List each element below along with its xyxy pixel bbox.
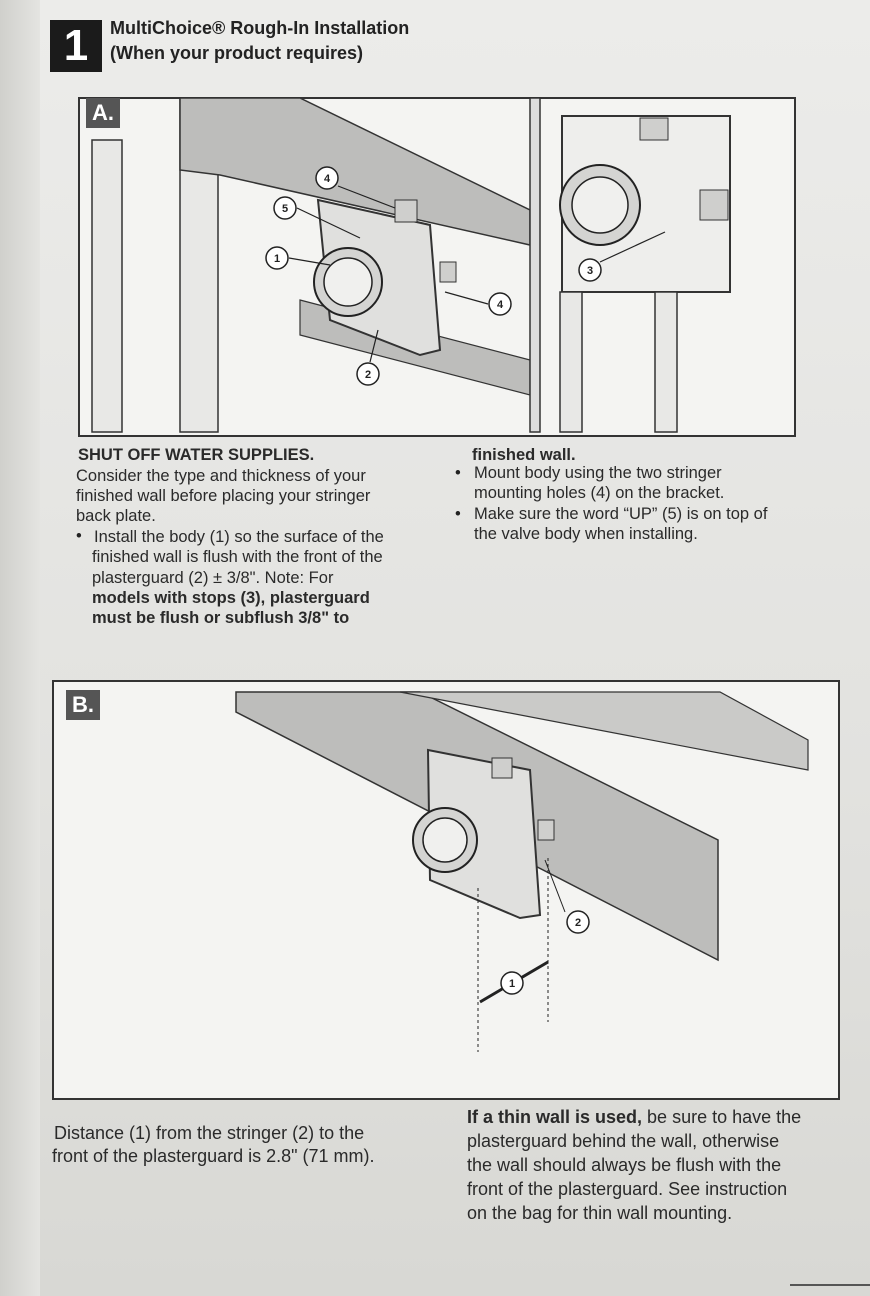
figure-b-label: B. (66, 690, 100, 720)
section-a-intro-3: back plate. (76, 507, 156, 525)
step-number-badge: 1 (50, 20, 102, 72)
bullet-dot-2: • (455, 464, 461, 482)
callouts-b: 2 1 (500, 910, 590, 995)
section-b-right-5: on the bag for thin wall mounting. (467, 1203, 733, 1223)
callout-b-2: 1 (509, 978, 515, 990)
callouts-a: 4 5 1 4 2 3 (265, 166, 602, 386)
callout-a-4: 4 (497, 299, 504, 311)
section-title: MultiChoice® Rough-In Installation (110, 18, 409, 39)
thin-wall-rest: be sure to have the (642, 1107, 802, 1127)
callout-a-5: 2 (365, 369, 371, 381)
section-b-left-2: front of the plasterguard is 2.8" (71 mm… (52, 1146, 375, 1166)
bullet3-line-2: the valve body when installing. (474, 525, 698, 543)
col2-first-line: finished wall. (472, 446, 576, 464)
bullet3-line-1: Make sure the word “UP” (5) is on top of (474, 505, 768, 523)
valve-bracket-a (313, 198, 457, 357)
callout-a-3: 1 (274, 253, 280, 265)
bullet1-line-5: must be flush or subflush 3/8" to (92, 609, 350, 627)
divider-stud (529, 97, 541, 433)
section-a-intro-1: Consider the type and thickness of your (76, 467, 366, 485)
page-bottom-rule (790, 1284, 870, 1286)
bullet1-line-3: plasterguard (2) ± 3/8". Note: For (92, 569, 334, 587)
section-title-text: MultiChoice® Rough-In Installation (110, 18, 410, 38)
page-shadow (0, 0, 40, 1296)
bullet1-line-4: models with stops (3), plasterguard (92, 589, 370, 607)
section-b-right-2: plasterguard behind the wall, otherwise (467, 1131, 780, 1151)
bullet2-line-1: Mount body using the two stringer (474, 464, 722, 482)
section-b-right-3: the wall should always be flush with the (467, 1155, 782, 1175)
callout-b-1: 2 (575, 917, 581, 929)
callout-a-1: 4 (324, 173, 331, 185)
callout-a-6: 3 (587, 265, 593, 277)
thin-wall-bold: If a thin wall is used, (467, 1107, 643, 1127)
figure-a-label: A. (86, 98, 120, 128)
section-b-right-4: front of the plasterguard. See instructi… (467, 1179, 788, 1199)
bullet-dot-1: • (76, 527, 82, 545)
bullet1-line-1: Install the body (1) so the surface of t… (94, 528, 384, 546)
section-a-intro-2: finished wall before placing your string… (76, 487, 371, 505)
valve-bracket-b (412, 748, 555, 920)
bullet-dot-3: • (455, 505, 461, 523)
section-b-right-1: If a thin wall is used, be sure to have … (467, 1106, 801, 1129)
leader-lines-a (288, 185, 666, 363)
bullet1-line-2: finished wall is flush with the front of… (92, 548, 383, 566)
callout-a-2: 5 (282, 203, 288, 215)
section-a-heading: SHUT OFF WATER SUPPLIES. (78, 446, 315, 464)
bullet2-line-2: mounting holes (4) on the bracket. (474, 484, 725, 502)
section-b-left-1: Distance (1) from the stringer (2) to th… (54, 1123, 365, 1143)
section-subtitle: (When your product requires) (110, 43, 364, 63)
